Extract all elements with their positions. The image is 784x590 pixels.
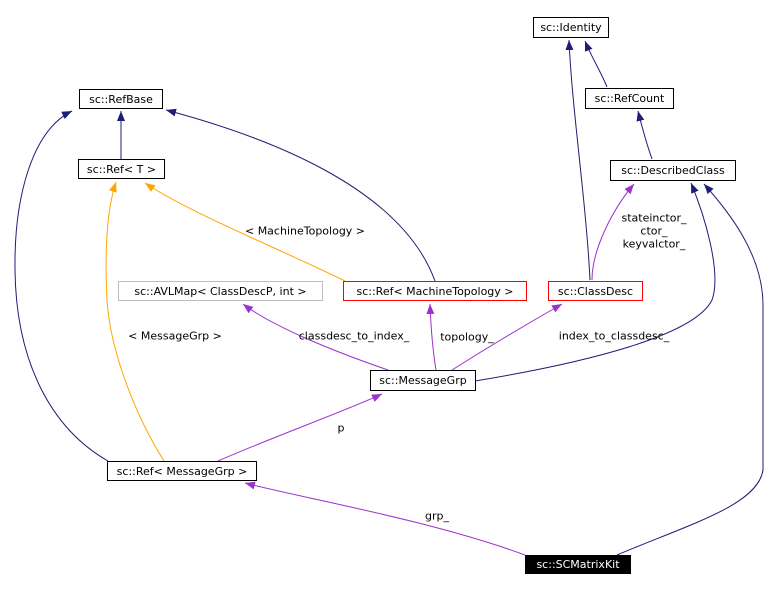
edge-usage-topology — [426, 303, 437, 371]
edge-usage-classdesc-to-index — [242, 303, 389, 371]
node-sc-described-class[interactable]: sc::DescribedClass — [610, 160, 736, 181]
edge-inherit-refcount-to-identity — [584, 40, 608, 88]
edge-inherit-class-desc-to-identity — [565, 39, 591, 281]
edge-inherit-ref-message-grp-to-refbase — [14, 110, 109, 462]
node-sc-ref-message-grp[interactable]: sc::Ref< MessageGrp > — [107, 461, 257, 481]
edge-inherit-sc-matrix-kit-to-described-class — [616, 183, 764, 556]
node-sc-ref-t[interactable]: sc::Ref< T > — [78, 159, 165, 179]
edge-template-message-grp — [105, 181, 165, 462]
node-sc-class-desc[interactable]: sc::ClassDesc — [548, 281, 643, 301]
edge-usage-p — [217, 393, 383, 462]
edge-inherit-ref-machine-topology-to-refbase — [165, 108, 436, 282]
edge-inherit-described-class-to-refcount — [636, 110, 653, 160]
node-sc-avlmap: sc::AVLMap< ClassDescP, int > — [118, 281, 323, 301]
edge-inherit-message-grp-to-described-class — [474, 182, 716, 382]
node-sc-identity[interactable]: sc::Identity — [533, 17, 609, 38]
node-sc-sc-matrix-kit: sc::SCMatrixKit — [525, 555, 631, 574]
edge-usage-grp — [244, 481, 526, 556]
node-sc-ref-machine-topology[interactable]: sc::Ref< MachineTopology > — [343, 281, 527, 301]
edge-usage-class-desc-to-described-class — [591, 183, 635, 281]
node-sc-refbase[interactable]: sc::RefBase — [79, 89, 163, 109]
edge-template-machine-topology — [144, 182, 346, 282]
node-sc-message-grp[interactable]: sc::MessageGrp — [370, 370, 476, 391]
edge-usage-index-to-classdesc — [451, 303, 563, 371]
node-sc-refcount[interactable]: sc::RefCount — [585, 88, 674, 109]
